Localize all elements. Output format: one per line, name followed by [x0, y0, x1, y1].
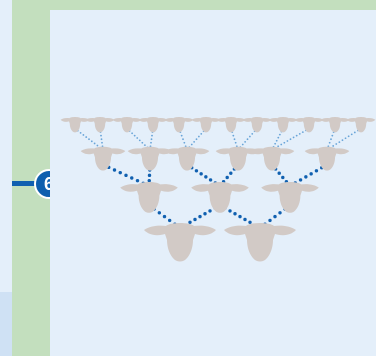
- left-strip-bottom: [0, 292, 12, 356]
- cattle-head-icon: [192, 117, 221, 132]
- cattle-head-icon: [295, 117, 324, 132]
- cattle-head-icon: [165, 147, 210, 171]
- cattle-head-icon: [139, 117, 168, 132]
- cattle-head-icon: [128, 147, 173, 171]
- cattle-head-icon: [305, 147, 350, 171]
- cattle-head-icon: [261, 182, 319, 213]
- cattle-head-icon: [347, 117, 376, 132]
- cattle-head-icon: [269, 117, 298, 132]
- cattle-head-icon: [86, 117, 115, 132]
- cattle-head-icon: [120, 182, 178, 213]
- breeding-tree-diagram: [50, 10, 376, 356]
- cattle-head-icon: [250, 147, 295, 171]
- cattle-head-icon: [113, 117, 142, 132]
- cattle-head-icon: [243, 117, 272, 132]
- diagram-panel: [50, 10, 376, 356]
- cattle-head-icon: [81, 147, 126, 171]
- cattle-head-icon: [224, 223, 296, 262]
- cattle-head-icon: [144, 223, 216, 262]
- cattle-head-icon: [321, 117, 350, 132]
- cattle-head-icon: [61, 117, 90, 132]
- cattle-head-icon: [217, 117, 246, 132]
- cattle-head-icon: [191, 182, 249, 213]
- cattle-head-icon: [165, 117, 194, 132]
